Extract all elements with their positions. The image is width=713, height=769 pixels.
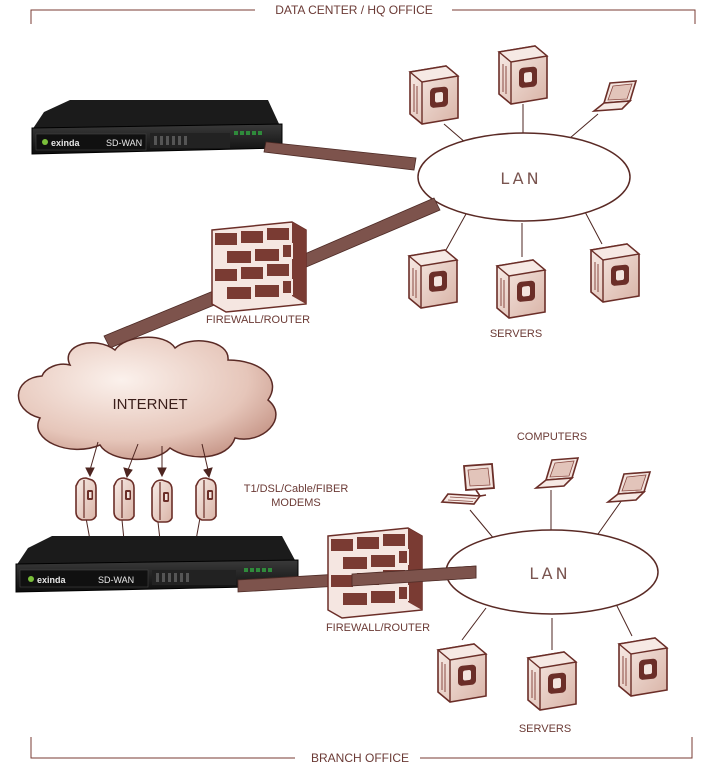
- branch-server-icon: [437, 643, 487, 703]
- laptop-icon: [593, 80, 637, 112]
- hq-server-icon: [408, 249, 458, 309]
- modem-icon: [113, 477, 135, 521]
- branch-servers-label: SERVERS: [519, 723, 571, 735]
- branch-lan: LAN: [445, 529, 659, 615]
- branch-appliance-model: SD-WAN: [98, 575, 134, 585]
- hq-firewall-icon: [211, 221, 307, 313]
- hq-appliance-model: SD-WAN: [106, 138, 142, 148]
- internet-label: INTERNET: [113, 396, 188, 413]
- hq-lan-links: [443, 104, 603, 257]
- hq-server-icon: [496, 259, 546, 319]
- modem-links: [85, 441, 213, 541]
- hq-server-icon: [590, 243, 640, 303]
- hq-servers-label: SERVERS: [490, 328, 542, 340]
- computers-label: COMPUTERS: [517, 431, 587, 443]
- modems-label-line2: MODEMS: [271, 497, 321, 509]
- hq-sdwan-appliance: exinda SD-WAN: [31, 100, 283, 155]
- hq-lan: LAN: [417, 132, 631, 222]
- hq-server-icon: [498, 45, 548, 105]
- branch-server-icon: [618, 637, 668, 697]
- hq-server-icon: [409, 65, 459, 125]
- branch-firewall-label: FIREWALL/ROUTER: [326, 622, 430, 634]
- branch-office-frame: BRANCH OFFICE: [30, 737, 693, 765]
- branch-office-title: BRANCH OFFICE: [311, 751, 409, 765]
- branch-lan-links: [461, 490, 633, 650]
- modem-icon: [75, 477, 97, 521]
- branch-server-icon: [527, 651, 577, 711]
- laptop-icon: [535, 457, 579, 489]
- hq-appliance-brand: exinda: [51, 138, 81, 148]
- laptop-icon: [607, 471, 651, 503]
- hq-lan-label: LAN: [500, 169, 541, 188]
- branch-appliance-brand: exinda: [37, 575, 67, 585]
- hq-office-title: DATA CENTER / HQ OFFICE: [275, 3, 433, 17]
- modem-icon: [151, 479, 173, 523]
- desktop-computer-icon: [441, 463, 495, 505]
- branch-sdwan-appliance: exinda SD-WAN: [15, 536, 299, 593]
- internet-cloud: INTERNET: [17, 336, 277, 460]
- hq-firewall-label: FIREWALL/ROUTER: [206, 314, 310, 326]
- branch-lan-label: LAN: [529, 564, 570, 583]
- modems-label: T1/DSL/Cable/FIBER: [244, 483, 349, 495]
- branch-cable-front: [351, 565, 477, 587]
- hq-office-frame: DATA CENTER / HQ OFFICE: [30, 3, 696, 24]
- modem-icon: [195, 477, 217, 521]
